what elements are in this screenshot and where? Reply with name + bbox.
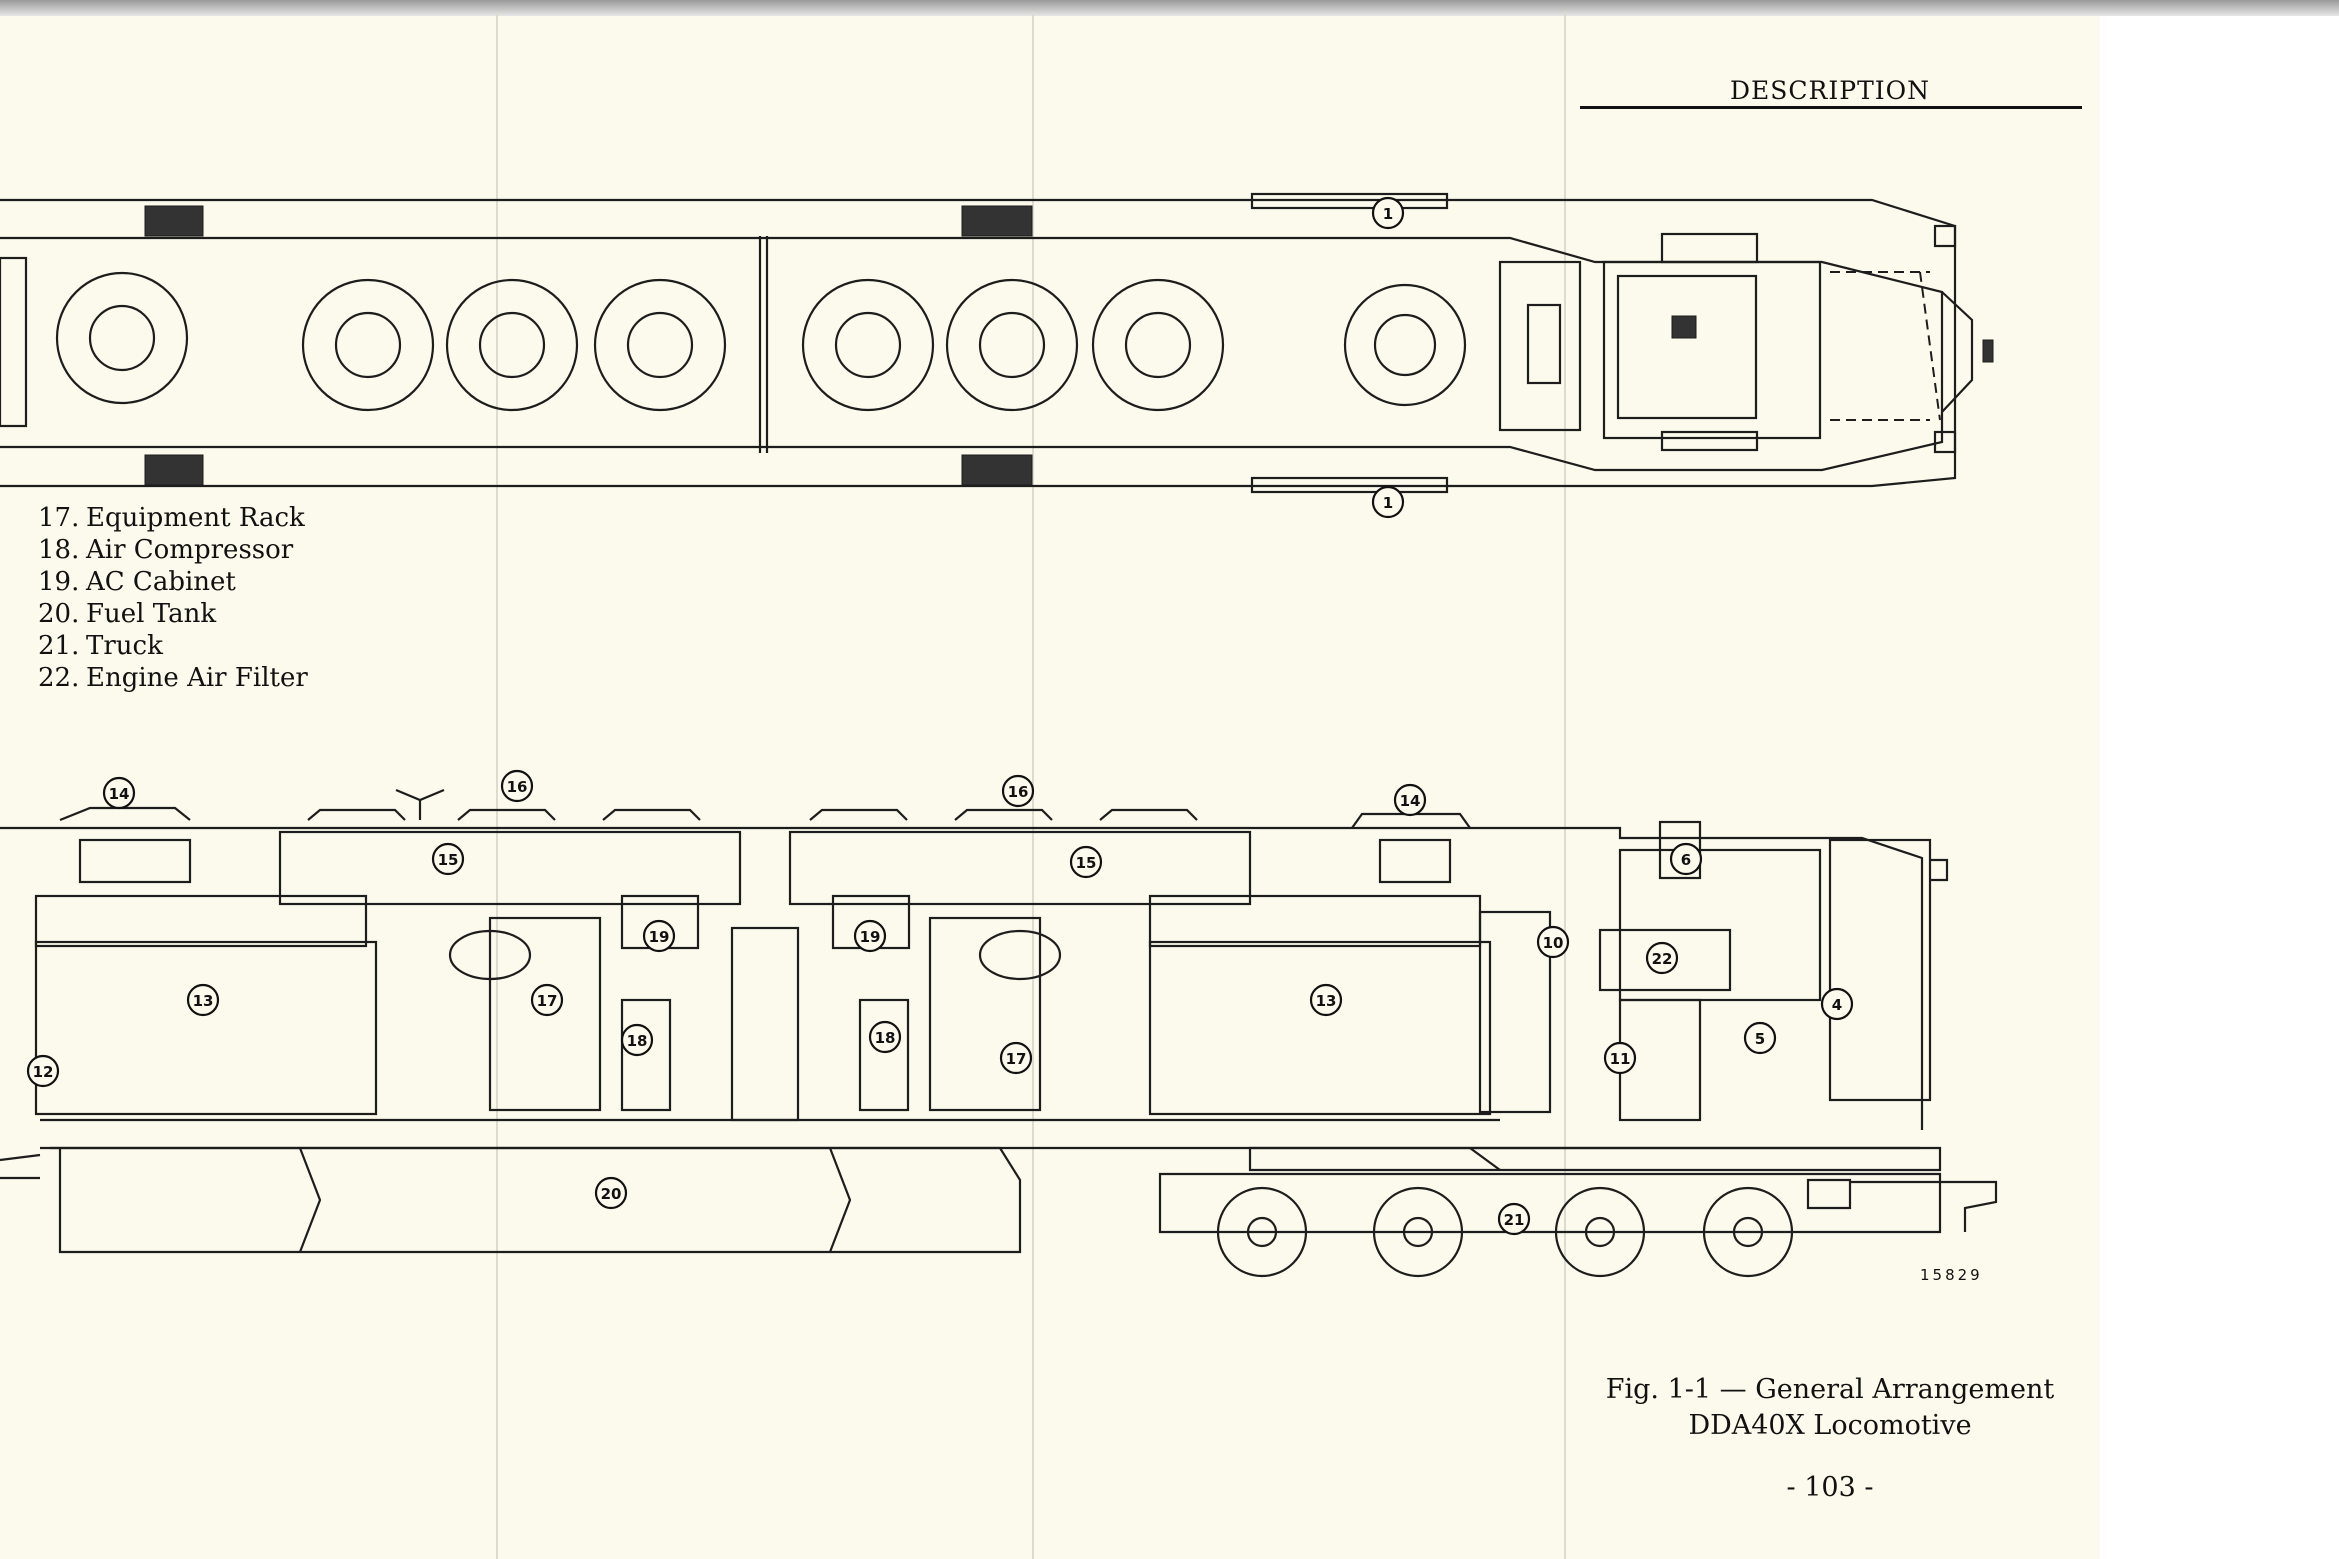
legend-item: 20.Fuel Tank [38, 598, 308, 630]
locomotive-side-view [0, 788, 1998, 1278]
callout: 22 [1645, 941, 1679, 975]
caption-line: DDA40X Locomotive [1688, 1410, 1972, 1441]
callout: 12 [26, 1054, 60, 1088]
callout: 20 [594, 1176, 628, 1210]
legend-number: 20. [38, 599, 80, 629]
legend-number: 19. [38, 567, 80, 597]
callout: 16 [1001, 774, 1035, 808]
callout: 19 [642, 919, 676, 953]
svg-text:18: 18 [875, 1029, 896, 1047]
radiator-fan [55, 271, 1467, 412]
grille-icon [144, 454, 204, 486]
callout: 13 [1309, 983, 1343, 1017]
legend-number: 22. [38, 663, 80, 693]
legend-label: Engine Air Filter [86, 663, 308, 693]
scan-shadow [0, 0, 2339, 16]
svg-text:13: 13 [1316, 992, 1337, 1010]
callout: 14 [1393, 783, 1427, 817]
legend-label: AC Cabinet [86, 567, 236, 597]
svg-text:22: 22 [1652, 950, 1673, 968]
callout: 6 [1669, 842, 1703, 876]
svg-text:17: 17 [1006, 1050, 1027, 1068]
svg-text:21: 21 [1504, 1211, 1525, 1229]
callout: 19 [853, 919, 887, 953]
svg-text:19: 19 [860, 928, 881, 946]
legend-item: 17.Equipment Rack [38, 502, 308, 534]
svg-text:5: 5 [1755, 1030, 1765, 1048]
legend-number: 21. [38, 631, 80, 661]
callout: 10 [1536, 925, 1570, 959]
legend-label: Truck [86, 631, 163, 661]
svg-text:15: 15 [438, 851, 459, 869]
svg-text:1: 1 [1383, 205, 1393, 223]
drawing-number: 15829 [1920, 1266, 1983, 1284]
svg-text:11: 11 [1610, 1050, 1631, 1068]
figure-caption: Fig. 1-1 — General Arrangement DDA40X Lo… [1560, 1372, 2100, 1444]
grille-icon [961, 454, 1033, 486]
wheel [1216, 1186, 1794, 1278]
page-fold [1564, 12, 1566, 1559]
callout: 15 [1069, 845, 1103, 879]
svg-text:14: 14 [1400, 792, 1421, 810]
callout: 5 [1743, 1021, 1777, 1055]
callout: 17 [999, 1041, 1033, 1075]
locomotive-drawing: 1 1 14 16 16 14 15 15 6 19 19 10 22 13 1… [0, 192, 1998, 1284]
section-rule [1580, 106, 2082, 109]
legend-item: 19.AC Cabinet [38, 566, 308, 598]
section-title: DESCRIPTION [1730, 76, 1930, 105]
locomotive-top-view [0, 192, 1994, 494]
legend-number: 18. [38, 535, 80, 565]
callout: 18 [620, 1023, 654, 1057]
callout: 15 [431, 842, 465, 876]
svg-text:12: 12 [33, 1063, 54, 1081]
callout: 1 [1371, 196, 1405, 230]
svg-text:16: 16 [507, 778, 528, 796]
document-page [0, 12, 2100, 1559]
callout: 13 [186, 983, 220, 1017]
legend-number: 17. [38, 503, 80, 533]
legend-list: 17.Equipment Rack 18.Air Compressor 19.A… [38, 502, 308, 694]
callout: 11 [1603, 1041, 1637, 1075]
callout: 16 [500, 769, 534, 803]
legend-item: 21.Truck [38, 630, 308, 662]
legend-label: Equipment Rack [86, 503, 305, 533]
legend-label: Fuel Tank [86, 599, 217, 629]
callout: 14 [102, 776, 136, 810]
callout: 4 [1820, 987, 1854, 1021]
legend-item: 22.Engine Air Filter [38, 662, 308, 694]
callout: 18 [868, 1020, 902, 1054]
grille-icon [961, 205, 1033, 237]
svg-text:1: 1 [1383, 494, 1393, 512]
legend-item: 18.Air Compressor [38, 534, 308, 566]
caption-line: Fig. 1-1 — General Arrangement [1605, 1374, 2055, 1405]
grille-icon [144, 205, 204, 237]
svg-text:6: 6 [1681, 851, 1691, 869]
callouts: 1 1 14 16 16 14 15 15 6 19 19 10 22 13 1… [26, 196, 1854, 1236]
svg-text:18: 18 [627, 1032, 648, 1050]
svg-text:20: 20 [601, 1185, 622, 1203]
svg-text:17: 17 [537, 992, 558, 1010]
page-number: - 103 - [1786, 1472, 1874, 1503]
svg-text:19: 19 [649, 928, 670, 946]
legend-label: Air Compressor [86, 535, 294, 565]
svg-text:14: 14 [109, 785, 130, 803]
callout: 1 [1371, 485, 1405, 519]
svg-text:4: 4 [1832, 996, 1842, 1014]
callout: 21 [1497, 1202, 1531, 1236]
svg-text:10: 10 [1543, 934, 1564, 952]
svg-text:16: 16 [1008, 783, 1029, 801]
svg-text:15: 15 [1076, 854, 1097, 872]
svg-text:13: 13 [193, 992, 214, 1010]
page-fold [496, 12, 498, 1559]
callout: 17 [530, 983, 564, 1017]
